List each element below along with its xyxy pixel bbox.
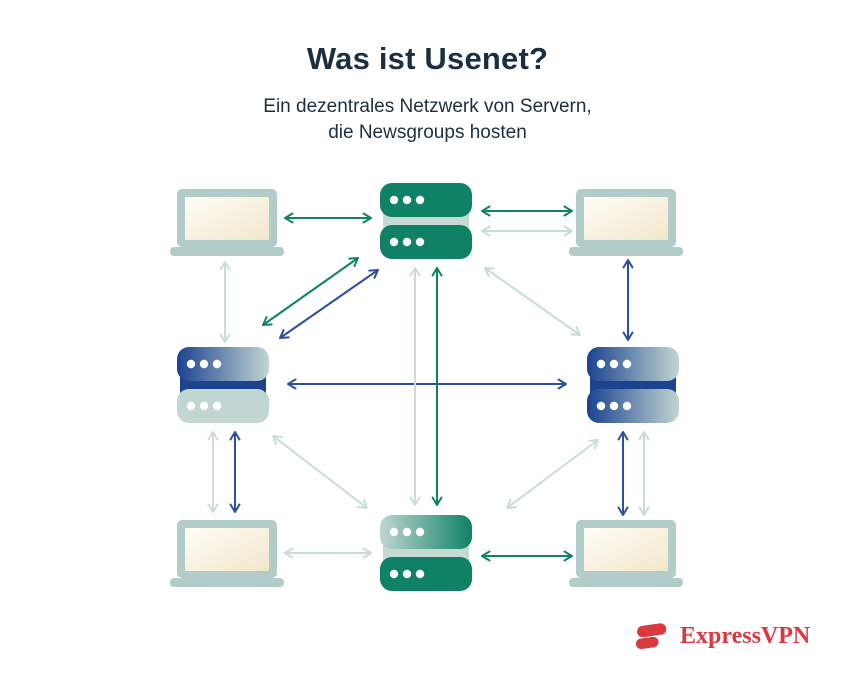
arrow-server-left--server-top (279, 269, 379, 339)
expressvpn-flash-icon (635, 623, 667, 649)
page-subtitle: Ein dezentrales Netzwerk von Servern, di… (0, 94, 855, 146)
subtitle-line-2: die Newsgroups hosten (328, 122, 527, 143)
arrow-server-top--server-right (484, 267, 581, 336)
server-top-server-icon (380, 183, 472, 259)
laptop-top-right-laptop-icon (569, 189, 683, 256)
page-title: Was ist Usenet? (306, 41, 549, 76)
arrow-server-left--server-bottom (272, 435, 368, 509)
arrow-server-left--server-top (262, 257, 359, 326)
expressvpn-logo-text: ExpressVPN (680, 622, 811, 649)
laptop-top-left-laptop-icon (170, 189, 284, 256)
arrow-server-bottom--server-right (506, 439, 599, 509)
expressvpn-logo: ExpressVPN (633, 617, 810, 655)
laptop-bottom-left-laptop-icon (170, 520, 284, 587)
server-bottom-server-icon (380, 515, 472, 591)
laptop-bottom-right-laptop-icon (569, 520, 683, 587)
server-right-server-icon (587, 347, 679, 423)
server-left-server-icon (177, 347, 269, 423)
subtitle-line-1: Ein dezentrales Netzwerk von Servern, (263, 96, 592, 117)
